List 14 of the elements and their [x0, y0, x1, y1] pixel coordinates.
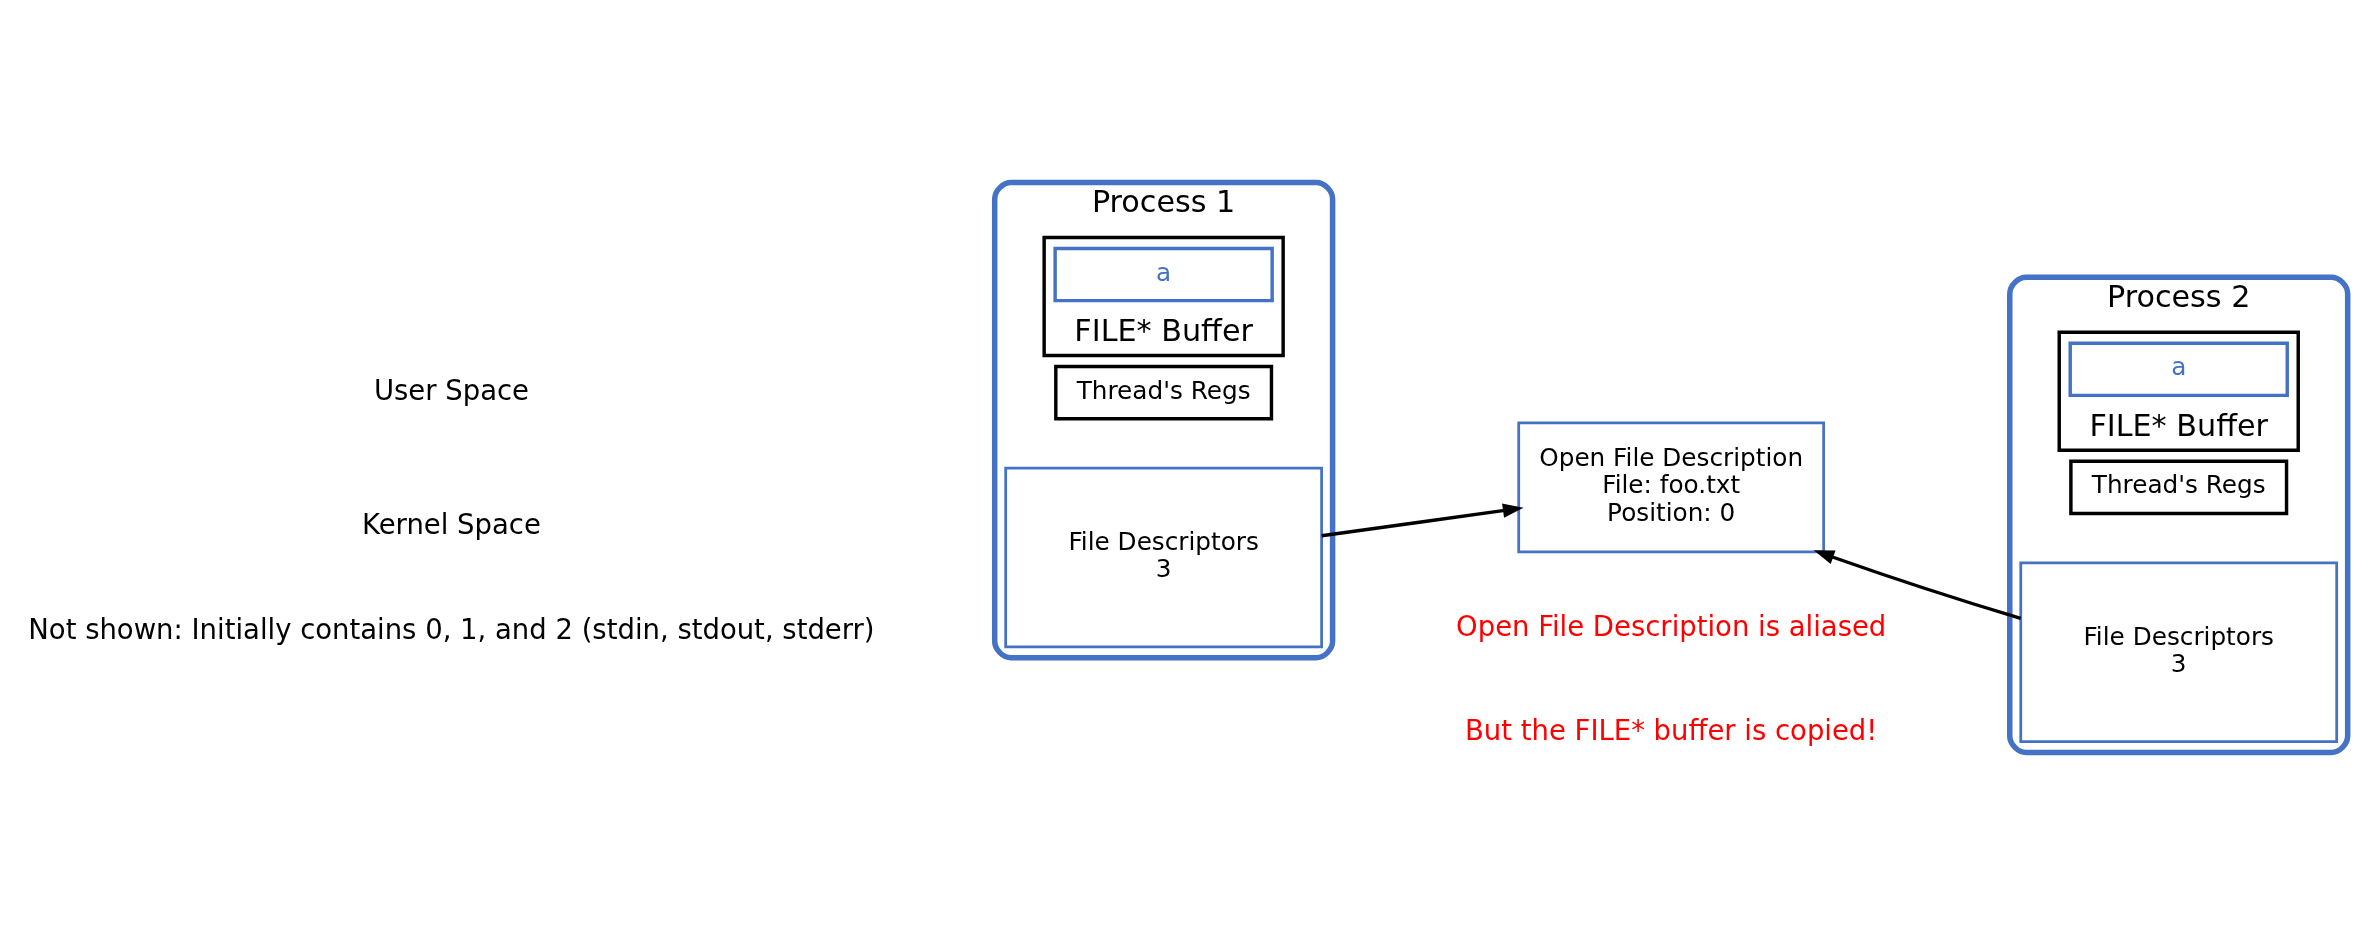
arrow: [1321, 502, 1524, 537]
arrow: [1813, 549, 2022, 620]
label: Open File Description is aliased: [1456, 610, 1887, 642]
node-box: File Descriptors 3: [2019, 561, 2339, 743]
label: User Space: [373, 374, 529, 406]
label: Kernel Space: [362, 508, 541, 540]
node-box: Thread's Regs: [1054, 364, 1274, 420]
node-box: Thread's Regs: [2069, 459, 2289, 515]
node-box: Open File Description File: foo.txt Position: 0: [1517, 421, 1826, 553]
node-box: a: [1053, 246, 1274, 302]
node-box: a: [2068, 340, 2289, 397]
label: Not shown: Initially contains 0, 1, and 2 (stdin, stdout, stderr): [28, 613, 875, 645]
label: But the FILE* buffer is copied!: [1465, 714, 1878, 746]
node-box: File Descriptors 3: [1004, 466, 1323, 648]
